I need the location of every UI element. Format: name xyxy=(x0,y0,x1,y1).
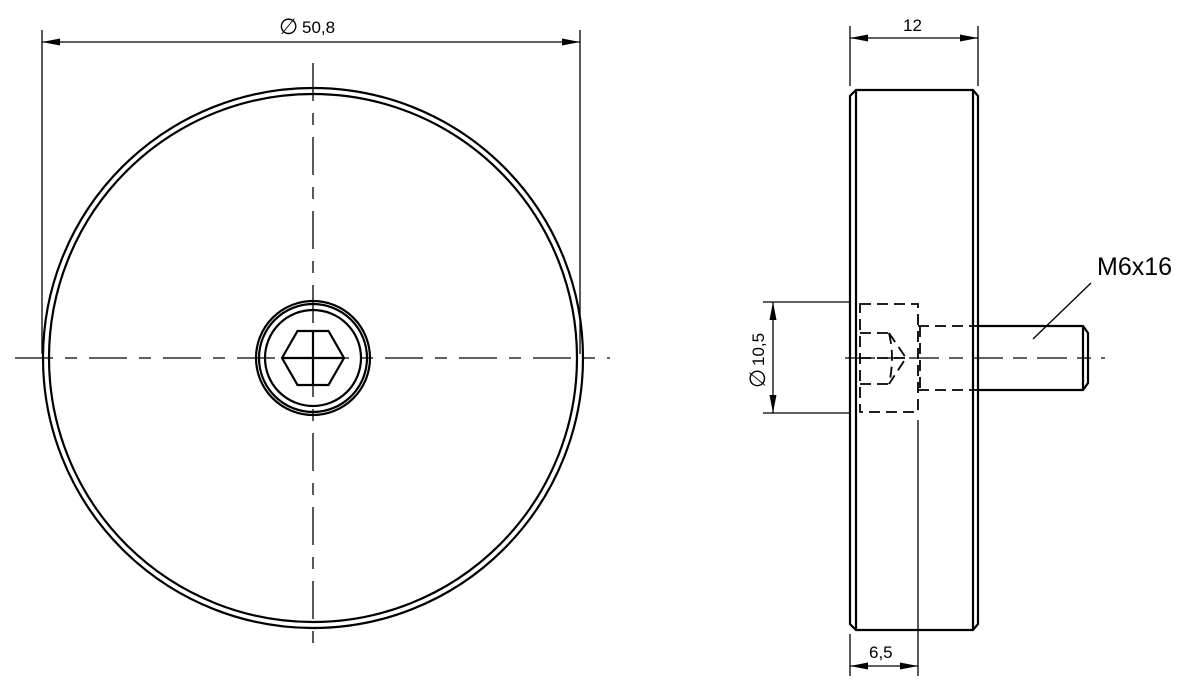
head-depth-value: 6,5 xyxy=(869,643,893,662)
width-dimension: 12 xyxy=(849,16,979,86)
diameter-symbol: ∅ xyxy=(279,14,298,39)
socket-diameter-symbol: ∅ xyxy=(745,369,770,388)
width-value: 12 xyxy=(903,16,922,35)
diameter-value: 50,8 xyxy=(302,18,335,37)
front-view: ∅ 50,8 xyxy=(15,14,610,655)
socket-diameter-value: 10,5 xyxy=(749,333,768,366)
head-depth-dimension: 6,5 xyxy=(849,420,919,676)
disk-side-outline xyxy=(848,88,980,632)
diameter-dimension: ∅ 50,8 xyxy=(41,14,581,354)
thread-callout: M6x16 xyxy=(1032,253,1172,340)
side-view: 12 ∅ 10,5 6,5 M6x16 xyxy=(745,16,1172,676)
thread-label: M6x16 xyxy=(1097,253,1172,281)
socket-diameter-dimension: ∅ 10,5 xyxy=(745,301,850,414)
